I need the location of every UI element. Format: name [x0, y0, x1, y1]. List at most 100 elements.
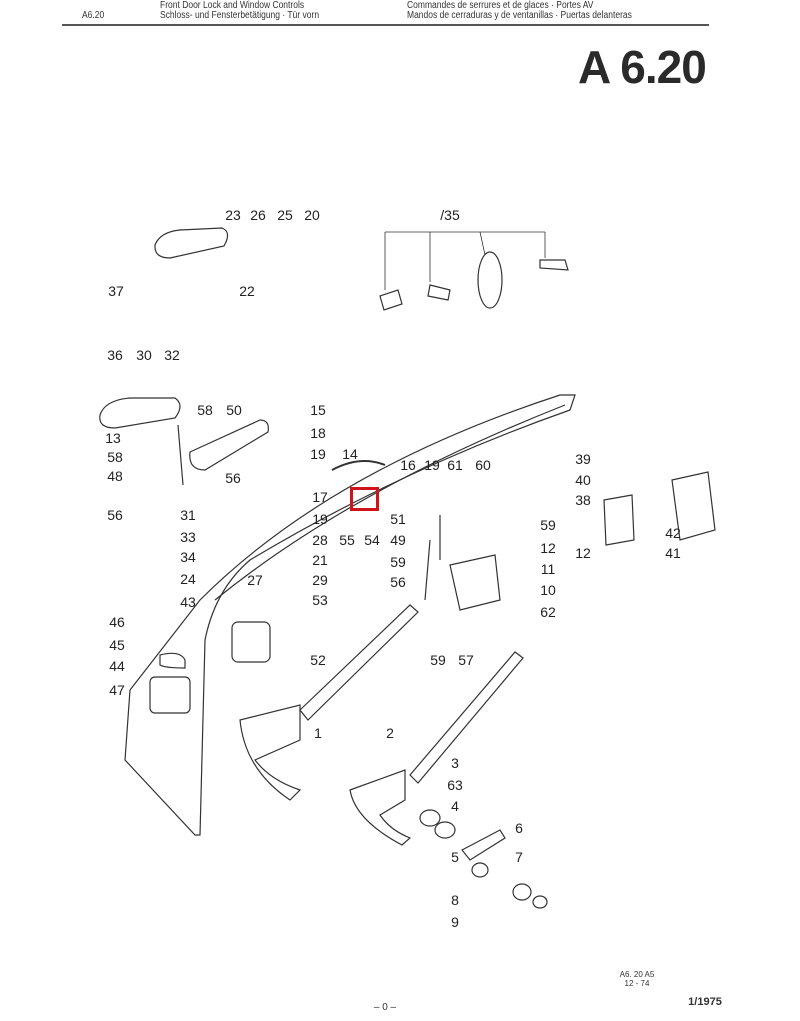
callout[interactable]: 23: [225, 207, 241, 223]
callout[interactable]: 26: [250, 207, 266, 223]
callout[interactable]: 36: [107, 347, 123, 363]
callout[interactable]: 54: [364, 532, 380, 548]
door-inner-line: [214, 404, 566, 601]
callout[interactable]: 16: [400, 457, 416, 473]
callout[interactable]: 10: [540, 582, 556, 598]
edition: 1/1975: [688, 996, 722, 1008]
striker-plate: [671, 471, 716, 541]
callout[interactable]: 50: [226, 402, 242, 418]
callout[interactable]: 45: [109, 637, 125, 653]
callout[interactable]: 59: [390, 554, 406, 570]
callout[interactable]: 18: [310, 425, 326, 441]
callout[interactable]: 43: [180, 594, 196, 610]
section-code: A6.20: [82, 10, 105, 21]
callout[interactable]: 47: [109, 682, 125, 698]
callout[interactable]: 31: [180, 507, 196, 523]
callout[interactable]: 1: [314, 725, 322, 741]
callout[interactable]: 14: [342, 446, 358, 462]
callout[interactable]: 24: [180, 571, 196, 587]
callout[interactable]: 30: [136, 347, 152, 363]
callout[interactable]: 11: [540, 561, 556, 577]
page-code: A 6.20: [578, 41, 707, 93]
callout[interactable]: 53: [312, 592, 328, 608]
title-fr: Commandes de serrures et de glaces · Por…: [407, 0, 594, 11]
title-es: Mandos de cerraduras y de ventanillas · …: [407, 10, 632, 21]
callout[interactable]: 19: [310, 446, 326, 462]
callout[interactable]: 33: [180, 529, 196, 545]
callout[interactable]: 20: [304, 207, 320, 223]
footer-ref-code: A6. 20 A5: [619, 970, 655, 979]
callout[interactable]: 22: [239, 283, 255, 299]
callout[interactable]: 7: [515, 849, 523, 865]
callout[interactable]: 15: [310, 402, 326, 418]
callout[interactable]: 58: [197, 402, 213, 418]
callout[interactable]: 58: [107, 449, 123, 465]
footer-ref: A6. 20 A5 12 - 74: [612, 970, 662, 988]
callout[interactable]: 32: [164, 347, 180, 363]
callout[interactable]: 9: [451, 914, 459, 930]
trim-bezel: [149, 676, 191, 714]
header-rule: [62, 24, 709, 26]
callout[interactable]: 60: [475, 457, 491, 473]
callout[interactable]: 17: [312, 489, 328, 505]
callout[interactable]: /35: [440, 207, 460, 223]
crank-handle: [461, 829, 506, 861]
callout[interactable]: 19: [312, 511, 328, 527]
callout[interactable]: 6: [515, 820, 523, 836]
remote-lever: [189, 419, 269, 471]
callout[interactable]: 59: [540, 517, 556, 533]
callout[interactable]: 21: [312, 552, 328, 568]
callout[interactable]: 41: [665, 545, 681, 561]
regulator-sector-1: [239, 704, 302, 801]
regulator-sector-2: [349, 769, 412, 846]
callout[interactable]: 55: [339, 532, 355, 548]
callout[interactable]: 29: [312, 572, 328, 588]
key: [539, 259, 569, 271]
callout[interactable]: 48: [107, 468, 123, 484]
callout[interactable]: 12: [540, 540, 556, 556]
highlighted-part-17[interactable]: [350, 487, 379, 511]
callout[interactable]: 34: [180, 549, 196, 565]
crank-knob: [512, 883, 532, 901]
callout[interactable]: 62: [540, 604, 556, 620]
callout[interactable]: 56: [225, 470, 241, 486]
regulator-arm-1: [299, 604, 419, 721]
page-number: – 0 –: [373, 1002, 397, 1013]
callout[interactable]: 28: [312, 532, 328, 548]
inner-handle: [99, 397, 181, 429]
callout[interactable]: 42: [665, 525, 681, 541]
callout[interactable]: 46: [109, 614, 125, 630]
outer-handle: [154, 227, 229, 259]
door-lock: [449, 554, 501, 611]
callout[interactable]: 8: [451, 892, 459, 908]
callout[interactable]: 5: [451, 849, 459, 865]
callout[interactable]: 40: [575, 472, 591, 488]
callout[interactable]: 51: [390, 511, 406, 527]
callout[interactable]: 63: [447, 777, 463, 793]
callout[interactable]: 25: [277, 207, 293, 223]
callout[interactable]: 3: [451, 755, 459, 771]
callout[interactable]: 4: [451, 798, 459, 814]
callout[interactable]: 19: [424, 457, 440, 473]
handle-escutcheon: [231, 621, 271, 663]
callout[interactable]: 56: [390, 574, 406, 590]
callout[interactable]: 13: [105, 430, 121, 446]
callout[interactable]: 39: [575, 451, 591, 467]
callout[interactable]: 12: [575, 545, 591, 561]
callout[interactable]: 52: [310, 652, 326, 668]
callout[interactable]: 38: [575, 492, 591, 508]
title-en: Front Door Lock and Window Controls: [160, 0, 305, 11]
callout[interactable]: 37: [108, 283, 124, 299]
lock-cylinder: [379, 284, 451, 311]
callout[interactable]: 59: [430, 652, 446, 668]
footer-ref-date: 12 - 74: [624, 979, 650, 988]
callout[interactable]: 27: [247, 572, 263, 588]
callout[interactable]: 56: [107, 507, 123, 523]
callout[interactable]: 2: [386, 725, 394, 741]
callout[interactable]: 44: [109, 658, 125, 674]
key-head: [477, 251, 503, 309]
callout[interactable]: 49: [390, 532, 406, 548]
callout[interactable]: 57: [458, 652, 474, 668]
callout[interactable]: 61: [447, 457, 463, 473]
